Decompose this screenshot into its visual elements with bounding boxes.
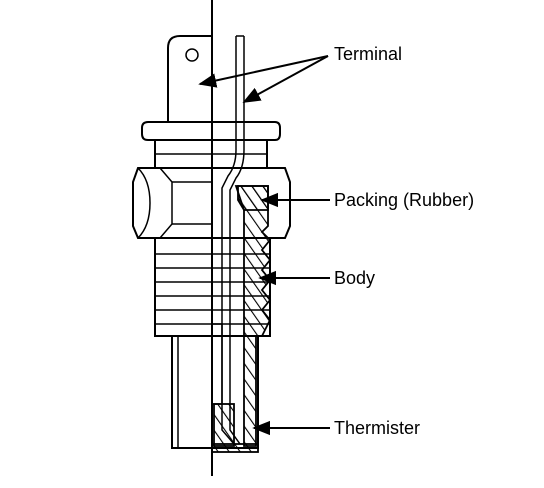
packing-rubber bbox=[237, 185, 269, 211]
terminal-leader-1 bbox=[198, 55, 329, 88]
terminal-hole bbox=[185, 48, 199, 62]
inner-terminal-strip bbox=[221, 36, 237, 445]
thermister-base bbox=[211, 443, 259, 453]
terminal-tab bbox=[167, 35, 213, 123]
body-label: Body bbox=[334, 268, 375, 288]
terminal-label: Terminal bbox=[334, 44, 402, 64]
thermister-label: Thermister bbox=[334, 418, 420, 438]
terminal-leader-2 bbox=[242, 55, 329, 103]
leaders bbox=[198, 55, 330, 436]
packing-label: Packing (Rubber) bbox=[334, 190, 474, 210]
